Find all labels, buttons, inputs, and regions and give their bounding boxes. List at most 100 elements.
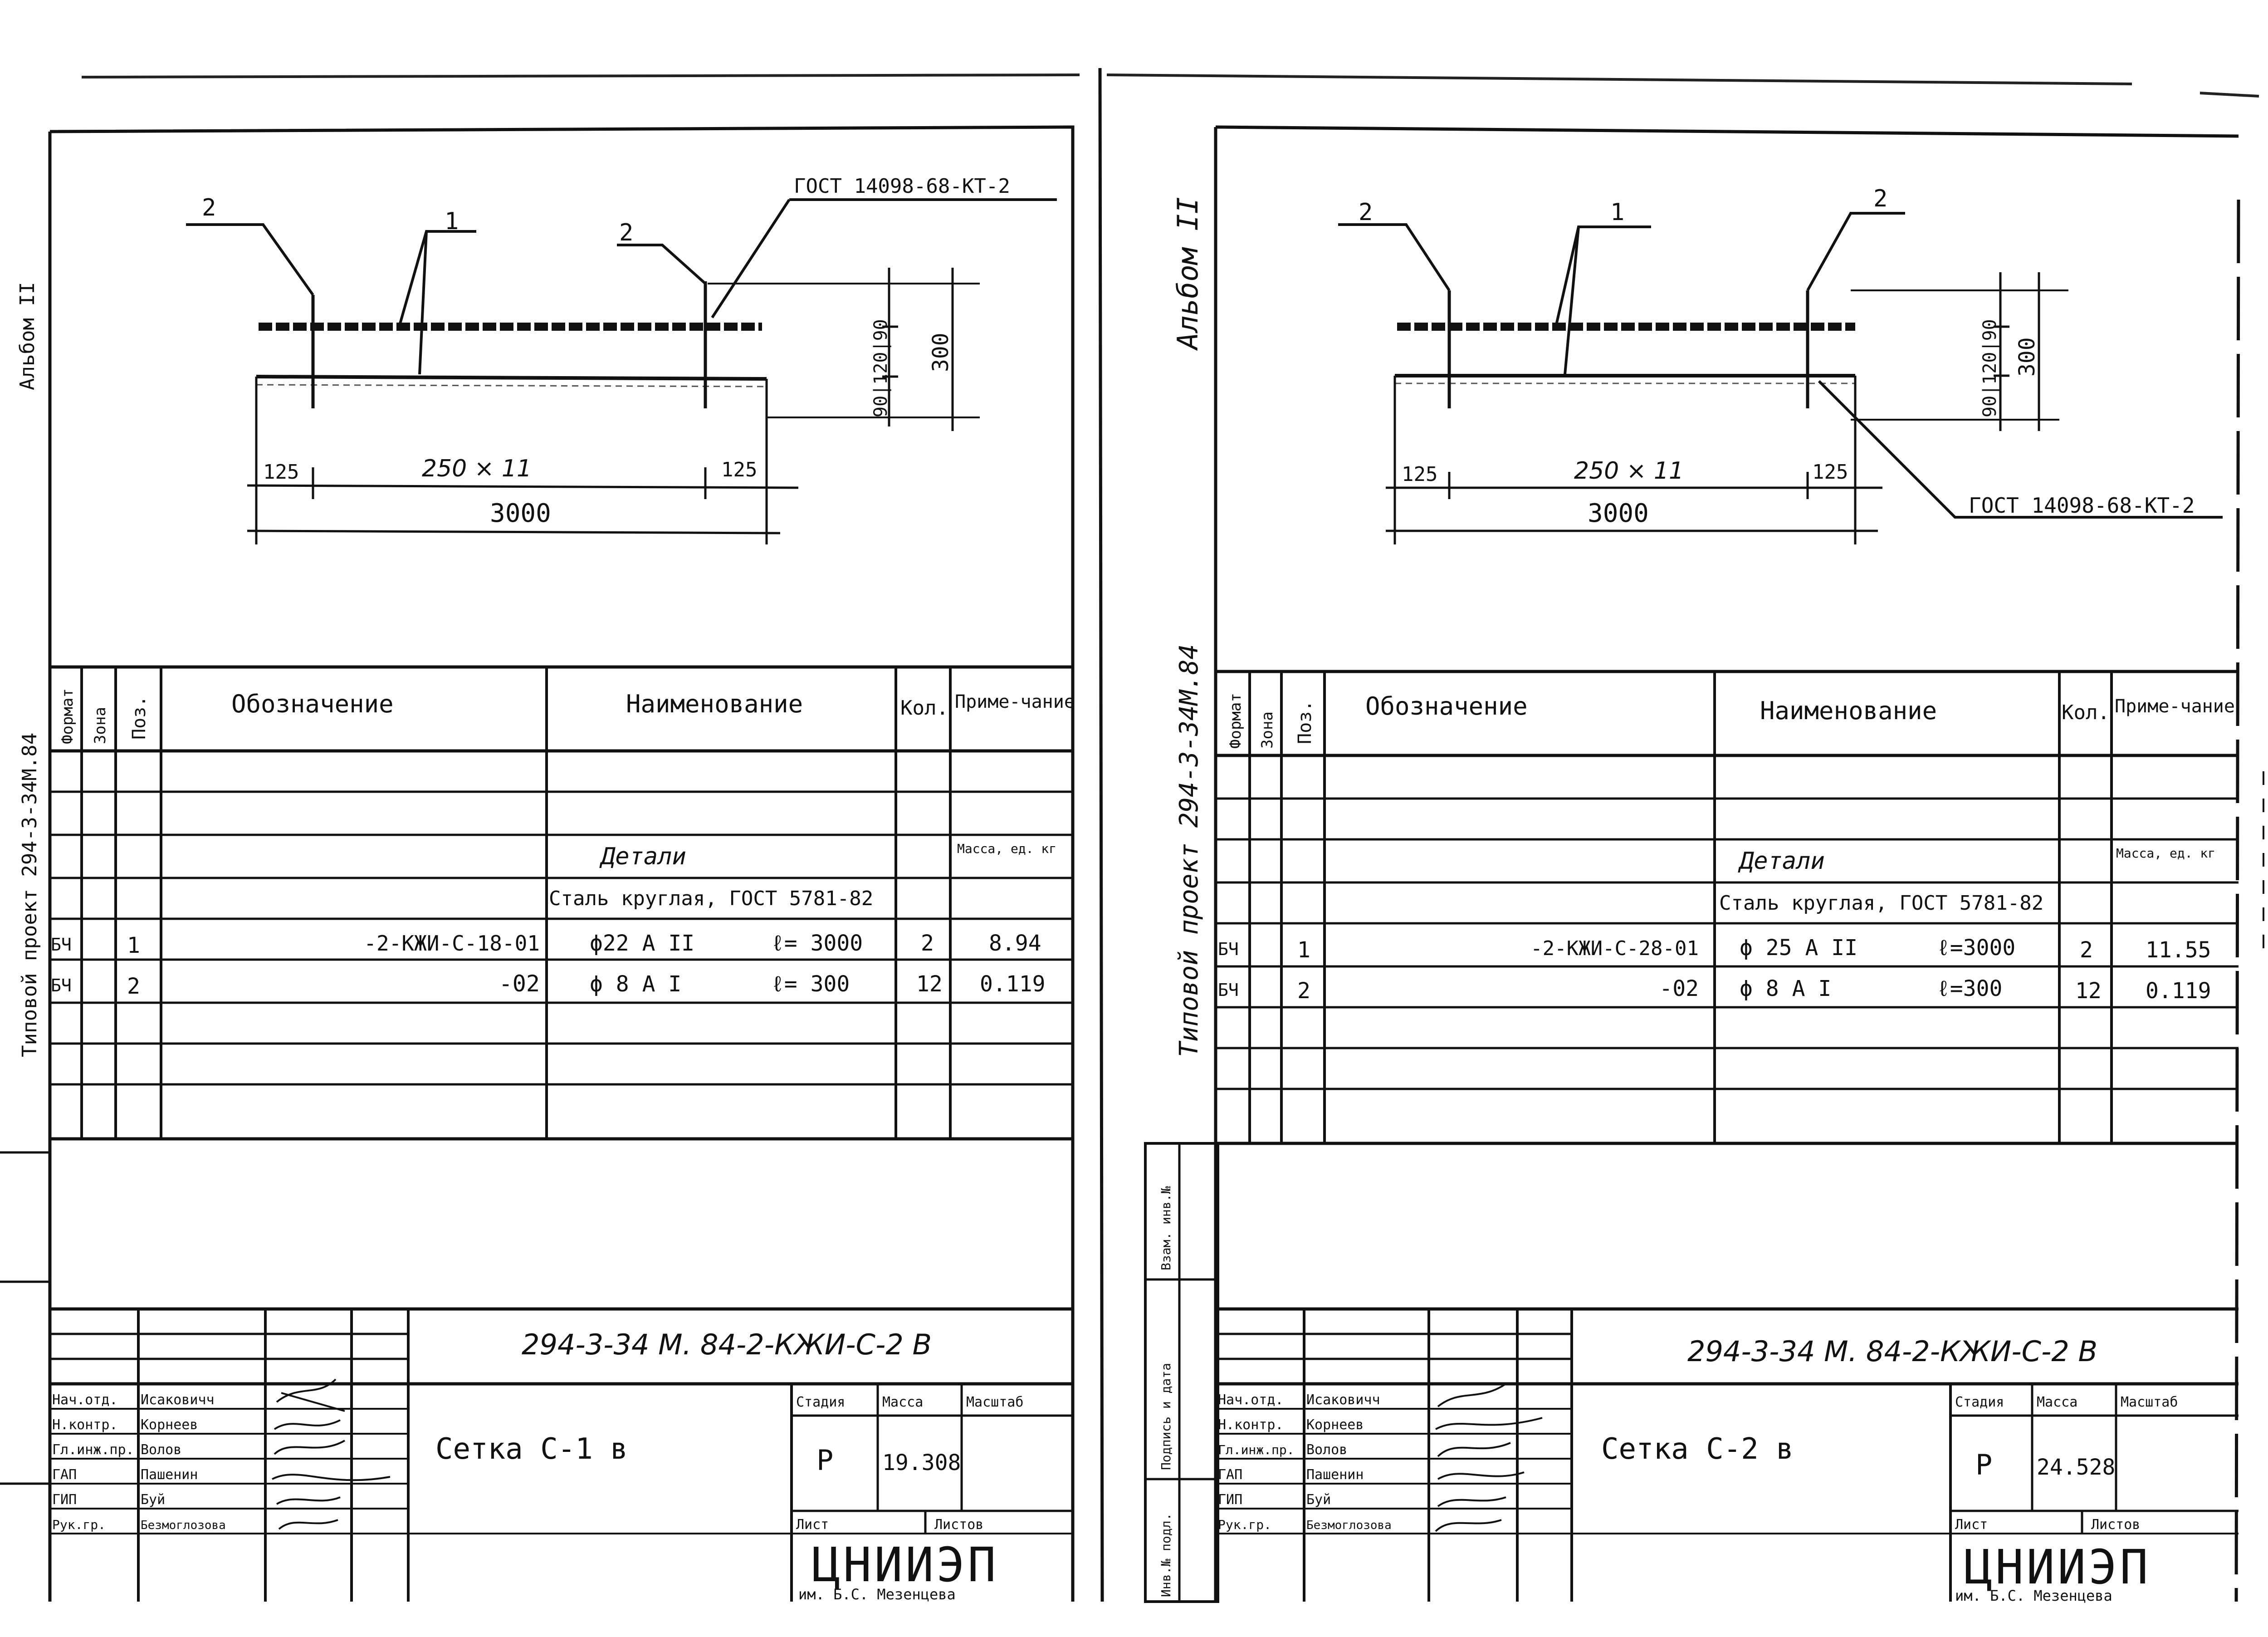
svg-text:ϕ 8 А I: ϕ 8 А I — [1740, 976, 1831, 1001]
svg-text:2: 2 — [921, 931, 934, 956]
sheet-right: Типовой проект 294-3-34М.84 Альбом II Ин… — [1144, 125, 2264, 1604]
side-project-label: Типовой проект 294-3-34М.84 — [1174, 644, 1204, 1057]
svg-text:ϕ 25 А II: ϕ 25 А II — [1740, 935, 1857, 961]
side-project-label: Типовой проект 294-3-34М.84 — [18, 733, 41, 1057]
album-label: Альбом II — [1171, 197, 1204, 351]
dim-right: 125 — [721, 458, 757, 481]
svg-text:Н.контр.: Н.контр. — [1218, 1417, 1284, 1433]
stamp-inv-label: Инв.№ подл. — [1158, 1513, 1173, 1597]
svg-text:Волов: Волов — [141, 1442, 181, 1458]
mass-label: Масса — [882, 1394, 923, 1410]
hdr-pos: Поз. — [1295, 701, 1315, 744]
mass-label: Масса — [2037, 1394, 2077, 1410]
callout-2a: 2 — [1359, 199, 1373, 226]
dim-height: 300 — [2014, 337, 2040, 377]
material-line: Сталь круглая, ГОСТ 5781-82 — [549, 887, 873, 910]
svg-text:ГАП: ГАП — [1218, 1467, 1242, 1483]
dim-total: 3000 — [490, 499, 551, 528]
org-name: ЦНИИЭП — [1964, 1539, 2151, 1595]
org-name: ЦНИИЭП — [812, 1537, 999, 1593]
svg-text:Исаковичч: Исаковичч — [1306, 1392, 1380, 1408]
side-stamp — [1144, 1142, 1219, 1603]
gost-note: ГОСТ 14098-68-КТ-2 — [1969, 493, 2195, 518]
spec-row: БЧ 2 -02 ϕ 8 А I ℓ= 300 12 0.119 — [51, 970, 1046, 999]
svg-text:-02: -02 — [1659, 976, 1699, 1001]
sheets-label: Листов — [2091, 1517, 2140, 1533]
stamp-replace-label: Взам. инв.№ — [1158, 1186, 1173, 1270]
svg-text:Безмоглозова: Безмоглозова — [1306, 1519, 1392, 1532]
mass-unit-label: Масса, ед. кг — [2116, 846, 2215, 861]
material-line: Сталь круглая, ГОСТ 5781-82 — [1719, 892, 2043, 915]
svg-text:ϕ 8 А I: ϕ 8 А I — [590, 971, 681, 997]
sheet-label: Лист — [796, 1517, 829, 1533]
dim-mid: 250 × 11 — [1574, 457, 1684, 485]
org-sub: им. Б.С. Мезенцева — [798, 1586, 956, 1603]
svg-text:ℓ= 3000: ℓ= 3000 — [771, 931, 863, 956]
svg-text:БЧ: БЧ — [1218, 939, 1239, 959]
staff-list: Нач.отд. Исаковичч Н.контр. Корнеев Гл.и… — [1218, 1392, 1392, 1532]
callout-1: 1 — [1610, 199, 1624, 226]
svg-text:Исаковичч: Исаковичч — [141, 1392, 215, 1408]
stage-value: Р — [1975, 1448, 1992, 1481]
signatures — [272, 1378, 391, 1530]
svg-text:Гл.инж.пр.: Гл.инж.пр. — [52, 1442, 134, 1458]
callout-2b: 2 — [619, 219, 633, 246]
svg-text:БЧ: БЧ — [51, 935, 72, 955]
mass-value: 19.308 — [882, 1450, 961, 1475]
album-label: Альбом II — [16, 282, 39, 390]
svg-text:Буй: Буй — [141, 1492, 165, 1508]
hdr-note: Приме-чание — [955, 691, 1075, 712]
hdr-format: Формат — [1227, 693, 1245, 749]
mass-unit-label: Масса, ед. кг — [957, 841, 1056, 856]
dim-mid: 250 × 11 — [422, 455, 532, 482]
hdr-note: Приме-чание — [2115, 696, 2235, 717]
svg-text:Волов: Волов — [1306, 1442, 1347, 1458]
doc-code: 294-3-34 М. 84-2-КЖИ-С-2 В — [522, 1328, 932, 1361]
hdr-name: Наименование — [1760, 696, 1937, 725]
spec-row: БЧ 1 -2-КЖИ-С-18-01 ϕ22 А II ℓ= 3000 2 8… — [51, 931, 1041, 958]
svg-text:БЧ: БЧ — [1218, 980, 1239, 1000]
dim-right: 125 — [1812, 461, 1848, 484]
callout-1: 1 — [445, 208, 459, 235]
staff-list: Нач.отд. Исаковичч Н.контр. Корнеев Гл.и… — [52, 1392, 226, 1532]
sheet-left: Типовой проект 294-3-34М.84 Альбом II 2 — [0, 125, 1075, 1603]
svg-text:Нач.отд.: Нач.отд. — [52, 1392, 118, 1408]
hdr-format: Формат — [59, 688, 77, 744]
svg-text:Пашенин: Пашенин — [1306, 1467, 1364, 1483]
mesh-drawing: 2 1 2 ГОСТ 14098-68-КТ-2 90|120|90 300 1… — [186, 175, 1057, 544]
svg-text:Рук.гр.: Рук.гр. — [1218, 1517, 1271, 1532]
stamp-sign-label: Подпись и дата — [1158, 1363, 1173, 1470]
spec-row: БЧ 2 -02 ϕ 8 А I ℓ=300 12 0.119 — [1218, 976, 2211, 1004]
svg-text:ГАП: ГАП — [52, 1467, 77, 1483]
svg-text:Корнеев: Корнеев — [141, 1417, 198, 1433]
doc-code: 294-3-34 М. 84-2-КЖИ-С-2 В — [1687, 1335, 2097, 1368]
hdr-zone: Зона — [1258, 711, 1276, 749]
svg-text:1: 1 — [127, 933, 140, 958]
spec-table — [1216, 670, 2239, 1145]
mesh-drawing: 2 1 2 ГОСТ 14098-68-КТ-2 90|120|90 300 1… — [1338, 185, 2223, 544]
svg-text:Корнеев: Корнеев — [1306, 1417, 1364, 1433]
svg-text:ГИП: ГИП — [52, 1492, 77, 1508]
item-title: Сетка С-2 в — [1601, 1432, 1794, 1466]
item-title: Сетка С-1 в — [435, 1432, 628, 1466]
svg-text:Пашенин: Пашенин — [141, 1467, 198, 1483]
svg-text:12: 12 — [916, 971, 943, 997]
hdr-designation: Обозначение — [1365, 692, 1528, 720]
svg-text:0.119: 0.119 — [980, 971, 1046, 997]
hdr-zone: Зона — [91, 707, 109, 744]
svg-text:8.94: 8.94 — [989, 931, 1041, 956]
scale-label: Масштаб — [966, 1394, 1023, 1410]
dim-left: 125 — [263, 461, 299, 484]
mass-value: 24.528 — [2037, 1455, 2115, 1480]
hdr-qty: Кол. — [900, 696, 948, 720]
hdr-name: Наименование — [626, 690, 803, 718]
title-block — [1216, 1307, 2239, 1602]
svg-text:Рук.гр.: Рук.гр. — [52, 1517, 106, 1532]
svg-text:БЧ: БЧ — [51, 975, 72, 995]
svg-text:Буй: Буй — [1306, 1492, 1331, 1508]
gost-note: ГОСТ 14098-68-КТ-2 — [794, 175, 1010, 198]
sheets-label: Листов — [934, 1517, 983, 1533]
dim-height: 300 — [928, 333, 953, 372]
svg-text:ℓ=300: ℓ=300 — [1937, 976, 2002, 1001]
